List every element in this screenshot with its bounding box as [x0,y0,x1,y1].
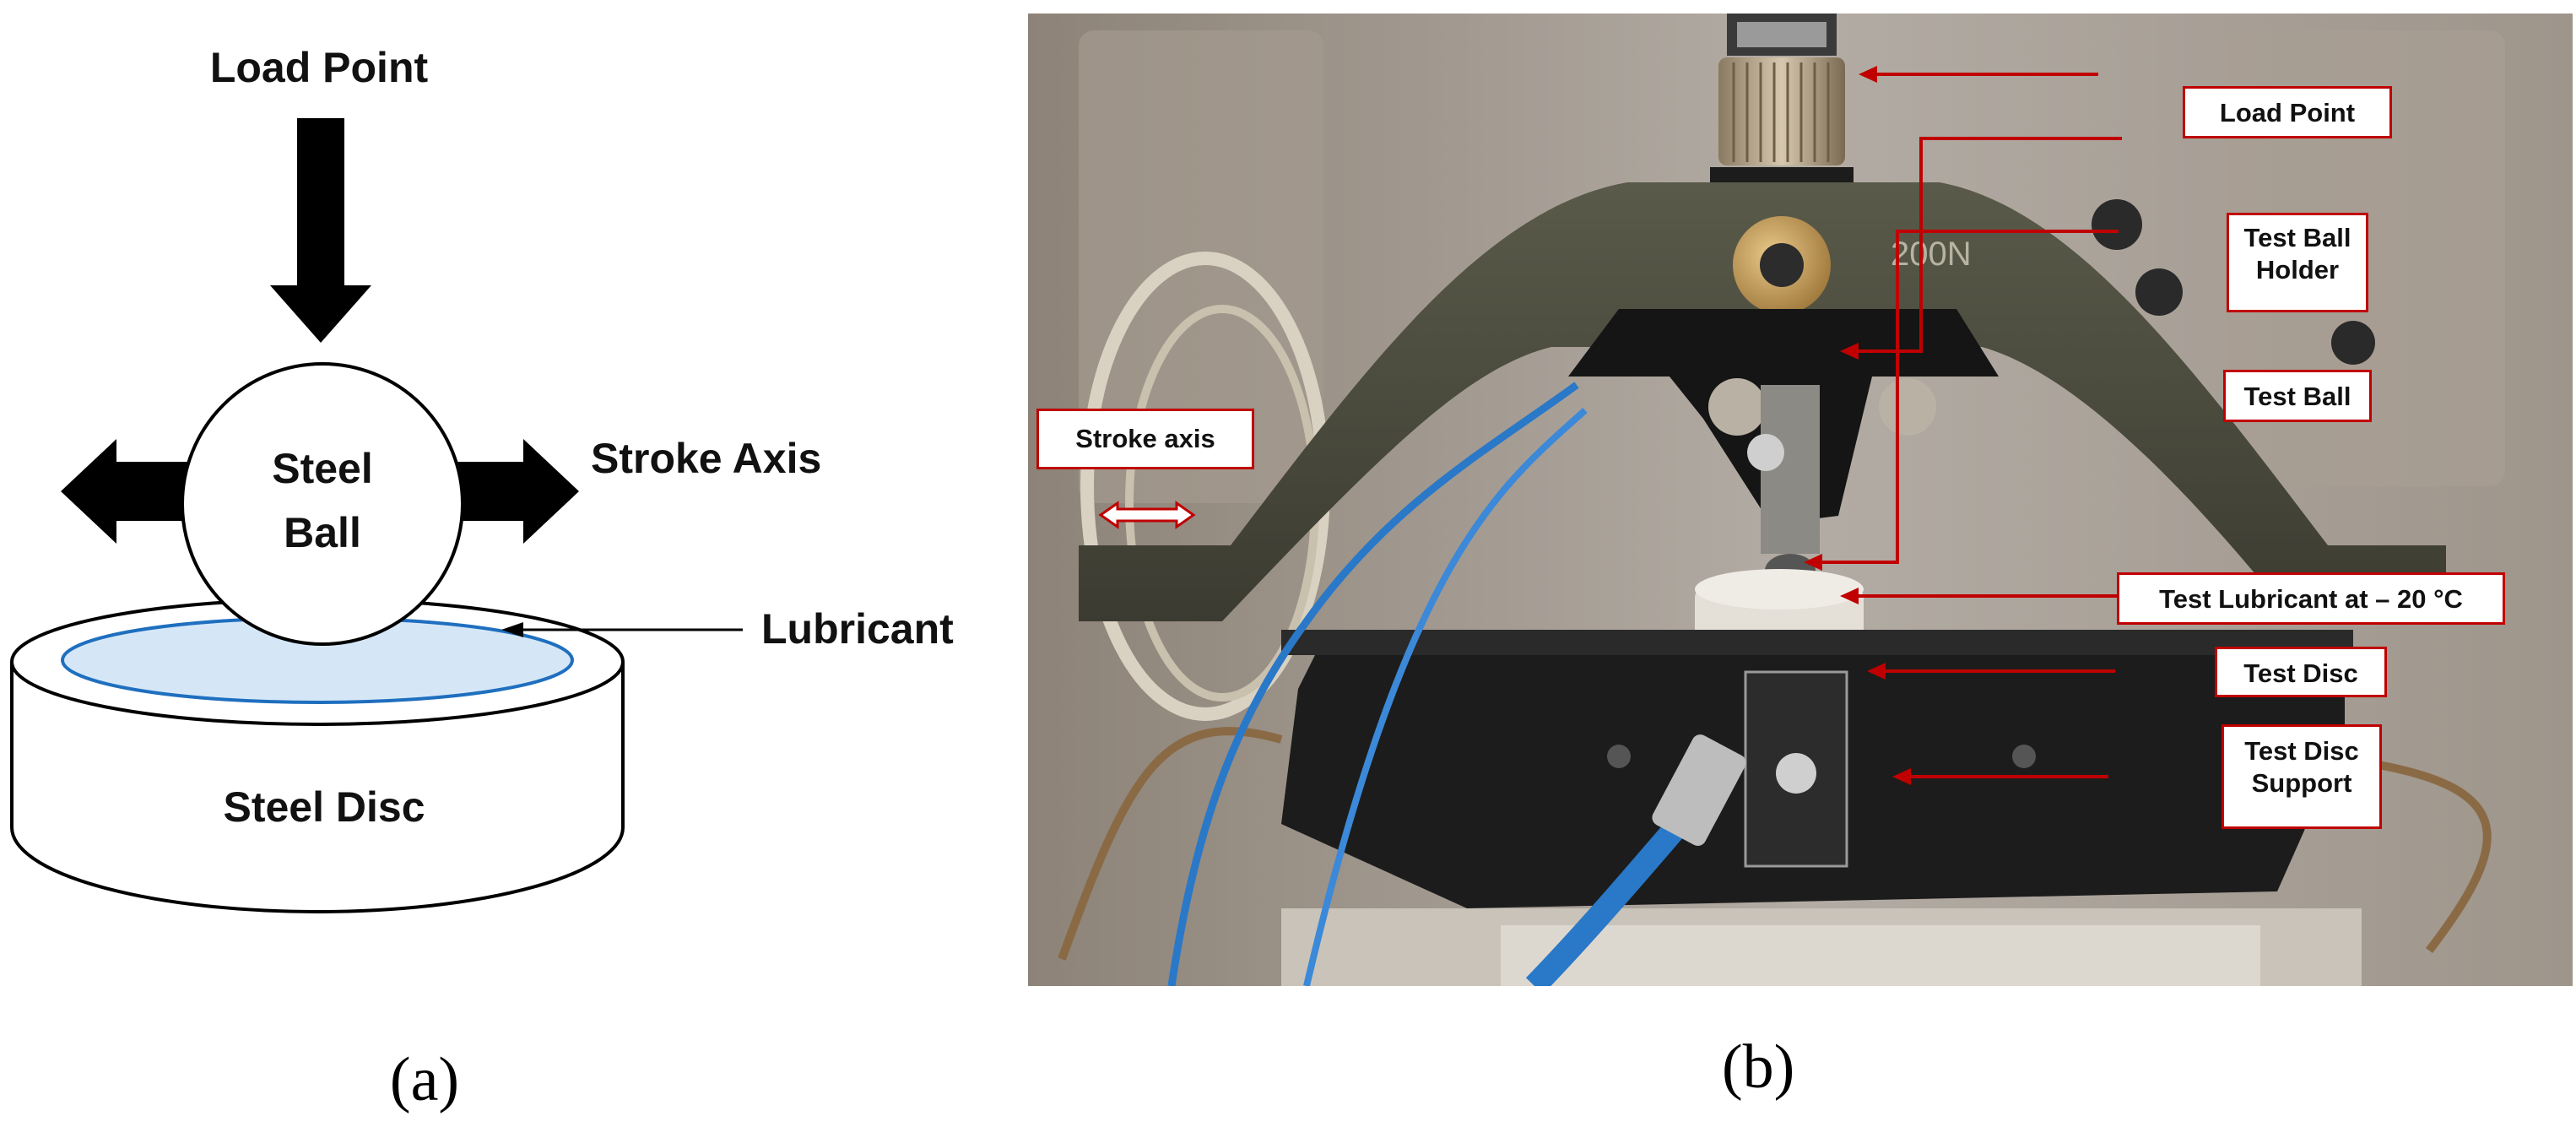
braided-cable [2378,761,2492,954]
callout-leaders [1817,73,2122,778]
callout-arrowheads [1804,66,1911,785]
support-hole-icon [1607,745,1631,768]
caption-a: (a) [390,1045,459,1114]
bolt-head [2092,199,2142,250]
lubricant-label: Lubricant [761,605,954,653]
ring-terminal [1652,734,1746,846]
caption-b: (b) [1722,1032,1795,1102]
load-point-label: Load Point [210,44,429,91]
steel-ball-label-line2: Ball [284,509,361,556]
blue-cable [1525,807,1696,986]
holder-hole-icon [1879,378,1936,436]
shaft-bolt [1747,434,1784,471]
knurl-lines [1732,62,1830,162]
stroke-axis-label: Stroke Axis [591,435,821,482]
callout-test-ball: Test Ball [2223,370,2372,422]
base-block-front [1501,925,2260,986]
steel-disc-label: Steel Disc [223,783,425,831]
loading-arm [1079,182,2446,621]
stroke-arrow-right-icon [446,439,579,544]
schematic-diagram: Load Point Steel Disc Steel Ball Stroke … [10,44,954,1114]
clamp-screw [1776,753,1816,794]
knurled-load-point [1718,57,1845,165]
blue-cable [1167,382,1579,986]
steel-disc [10,598,625,913]
stroke-axis-arrow-icon [1098,501,1196,529]
steel-ball [181,362,464,646]
lubricant-arrowhead-icon [501,622,523,637]
top-coupling-screws [1737,22,1826,47]
callout-load-point: Load Point [2183,86,2392,138]
blue-cable [1303,408,1588,986]
callout-test-disc: Test Disc [2215,647,2387,697]
steel-ball-label-line1: Steel [272,445,373,492]
stroke-arrow-left-icon [61,439,194,544]
holder-hole-icon [1708,378,1766,436]
support-hole-icon [2012,745,2036,768]
callout-lubricant: Test Lubricant at – 20 °C [2117,572,2505,625]
arm-engraving: 200N [1891,236,1972,273]
bolt-head [2331,321,2375,365]
callout-stroke-axis: Stroke axis [1036,409,1254,469]
support-top-plate [1281,630,2353,655]
back-frame-left [1079,30,1323,503]
test-disc-top [1695,569,1864,610]
pivot-socket-icon [1760,243,1804,287]
bolt-head [2135,268,2183,316]
load-arrow-icon [270,118,371,343]
tribometer-photo: 200N [1028,14,2573,986]
